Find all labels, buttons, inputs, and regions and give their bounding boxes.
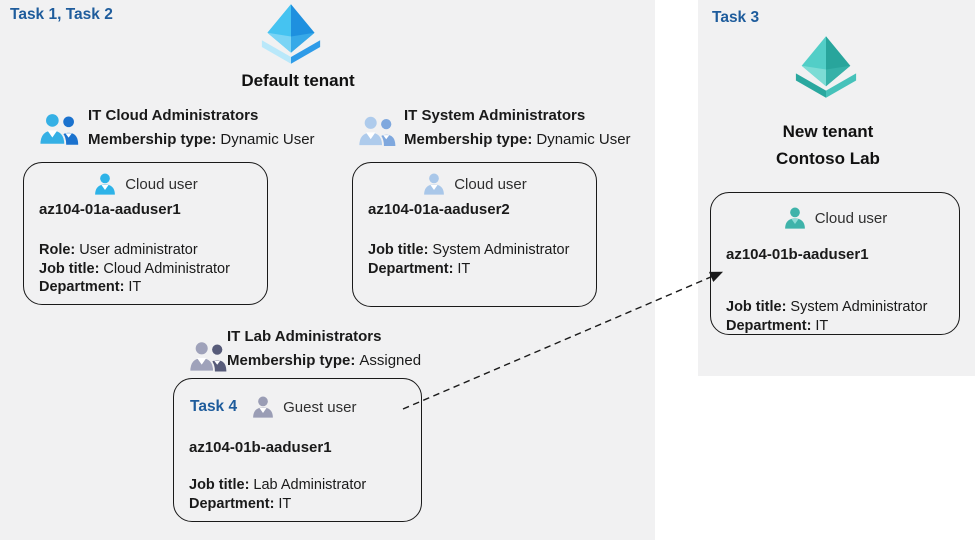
user-jobtitle-line: Job title:Cloud Administrator xyxy=(39,260,230,277)
new-tenant-title: New tenant Contoso Lab xyxy=(728,118,928,172)
group-name-system-admins: IT System Administrators xyxy=(404,107,586,124)
group-name-cloud-admins: IT Cloud Administrators xyxy=(88,107,259,124)
user-name: az104-01a-aaduser2 xyxy=(368,201,510,218)
membership-type-value: Assigned xyxy=(359,352,422,369)
group-membership-cloud-admins: Membership type:Dynamic User xyxy=(88,131,315,148)
user-card-aaduser1: Cloud user az104-01a-aaduser1 Role:User … xyxy=(23,162,268,305)
card-header: Task 4 Guest user xyxy=(174,393,421,421)
group-membership-lab-admins: Membership type:Assigned xyxy=(227,352,421,369)
user-type-label: Cloud user xyxy=(814,209,888,227)
user-type-label: Cloud user xyxy=(125,175,198,193)
group-icon-system-admins xyxy=(357,114,396,147)
user-department-line: Department:IT xyxy=(39,279,142,295)
azure-ad-tenant-teal-icon xyxy=(795,36,857,98)
user-role-line: Role:User administrator xyxy=(39,242,198,258)
user-name: az104-01b-aaduser1 xyxy=(726,246,869,263)
user-card-new-tenant: Cloud user az104-01b-aaduser1 Job title:… xyxy=(710,192,960,335)
group-name-lab-admins: IT Lab Administrators xyxy=(227,328,382,345)
user-details: Job title:System Administrator Departmen… xyxy=(368,241,569,278)
guest-user-icon xyxy=(253,396,273,418)
default-tenant-panel xyxy=(0,0,655,540)
group-membership-system-admins: Membership type:Dynamic User xyxy=(404,131,631,148)
guest-user-card: Task 4 Guest user az104-01b-aaduser1 Job… xyxy=(173,378,422,522)
user-details: Role:User administrator Job title:Cloud … xyxy=(39,241,230,297)
user-card-aaduser2: Cloud user az104-01a-aaduser2 Job title:… xyxy=(352,162,597,307)
membership-type-label: Membership type: xyxy=(404,131,533,148)
user-department-line: Department:IT xyxy=(726,317,829,334)
membership-type-label: Membership type: xyxy=(88,131,217,148)
user-type-label: Cloud user xyxy=(454,175,527,193)
user-name: az104-01a-aaduser1 xyxy=(39,201,181,218)
cloud-user-icon xyxy=(424,173,445,195)
user-name: az104-01b-aaduser1 xyxy=(189,439,332,456)
user-department-line: Department:IT xyxy=(368,260,471,277)
user-jobtitle-line: Job title:Lab Administrator xyxy=(189,477,367,493)
card-header: Cloud user xyxy=(711,204,959,232)
card-header: Cloud user xyxy=(24,170,267,198)
user-department-line: Department:IT xyxy=(189,495,292,512)
membership-type-value: Dynamic User xyxy=(220,131,315,148)
user-details: Job title:System Administrator Departmen… xyxy=(726,298,927,335)
new-tenant-title-line2: Contoso Lab xyxy=(776,149,880,168)
task-1-2-label: Task 1, Task 2 xyxy=(10,6,113,23)
new-tenant-title-line1: New tenant xyxy=(782,122,874,141)
card-header: Cloud user xyxy=(353,170,596,198)
user-details: Job title:Lab Administrator Department:I… xyxy=(189,476,366,513)
task-4-label: Task 4 xyxy=(190,398,238,415)
user-jobtitle-line: Job title:System Administrator xyxy=(726,299,928,315)
user-jobtitle-line: Job title:System Administrator xyxy=(368,242,570,258)
group-icon-cloud-admins xyxy=(38,112,79,146)
default-tenant-title: Default tenant xyxy=(241,71,355,90)
membership-type-label: Membership type: xyxy=(227,352,356,369)
group-icon-lab-admins xyxy=(188,340,227,373)
task-3-label: Task 3 xyxy=(712,9,760,26)
cloud-user-icon xyxy=(784,207,805,229)
cloud-user-icon xyxy=(95,173,116,195)
membership-type-value: Dynamic User xyxy=(536,131,631,148)
user-type-label: Guest user xyxy=(283,398,357,416)
azure-ad-tenant-blue-icon xyxy=(261,4,321,64)
